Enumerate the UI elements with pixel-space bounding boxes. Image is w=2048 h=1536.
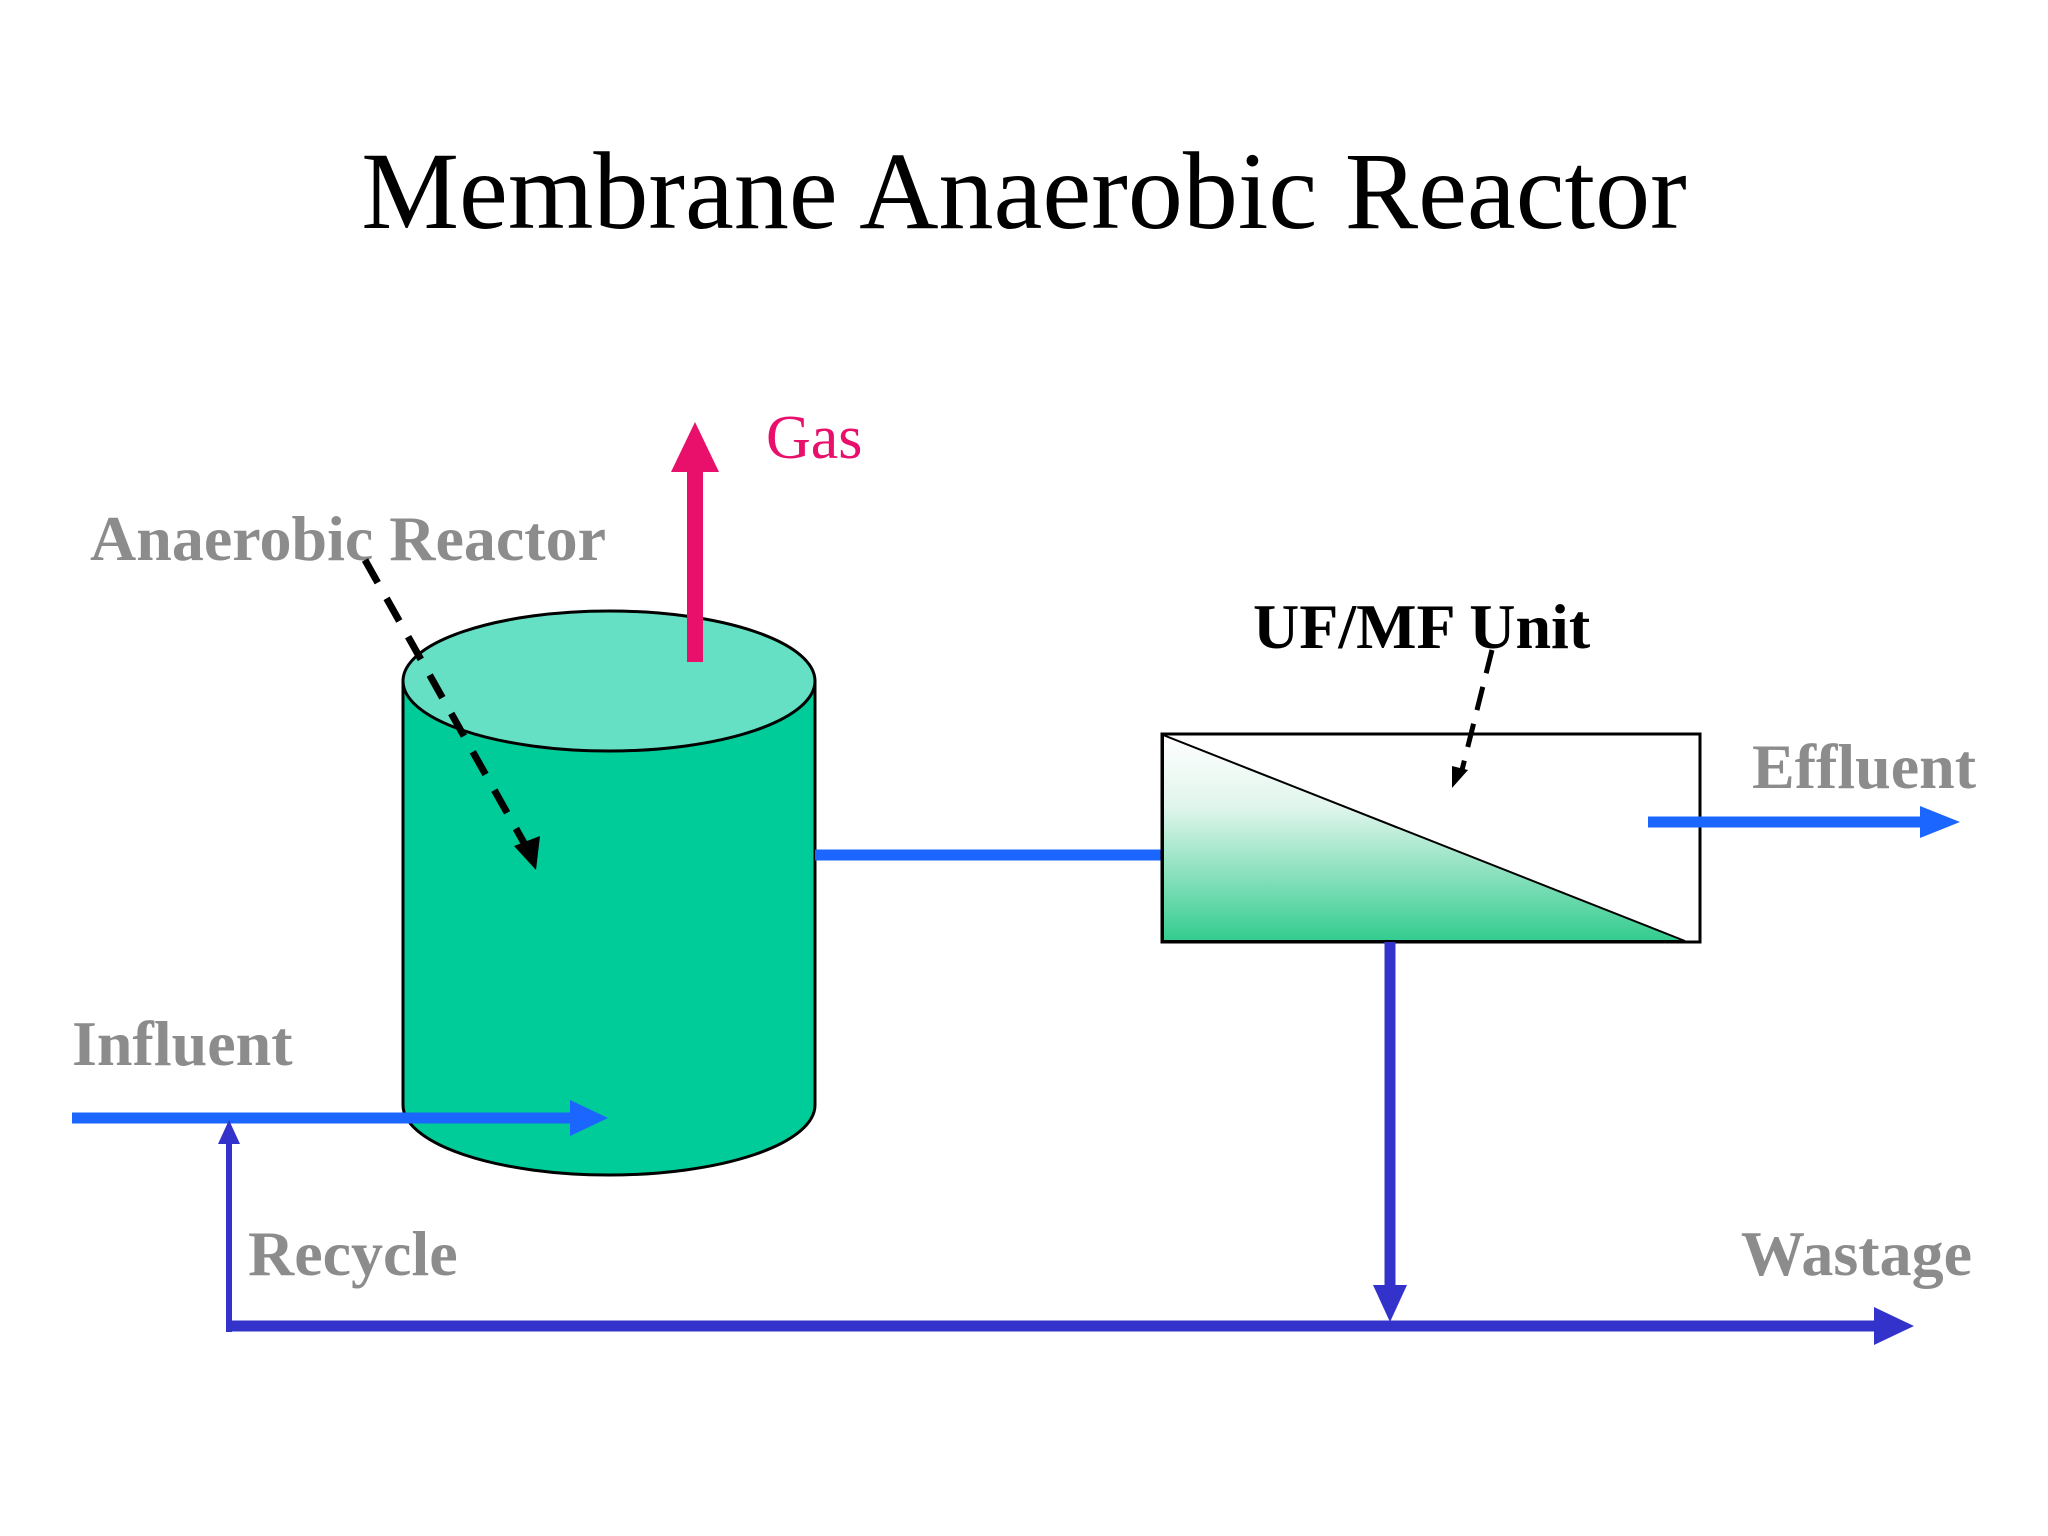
wastage-label: Wastage: [1741, 1218, 1972, 1289]
membrane-to-wastage-flow-arrow: [1373, 942, 1407, 1322]
page-title: Membrane Anaerobic Reactor: [361, 130, 1687, 252]
reactor-body: [401, 679, 817, 1177]
recycle-wastage-line: [228, 1307, 1914, 1345]
recycle-flow-arrow: [218, 1120, 240, 1332]
anaerobic-reactor-tank: [401, 609, 817, 1177]
uf-mf-unit-label: UF/MF Unit: [1253, 591, 1591, 662]
membrane-gradient-wedge: [1162, 733, 1686, 942]
influent-label: Influent: [72, 1008, 293, 1079]
gas-label: Gas: [766, 404, 862, 472]
reactor-to-membrane-flow-arrow: [815, 837, 1214, 873]
uf-mf-unit-pointer: [1452, 649, 1495, 788]
gas-arrow: [671, 422, 719, 662]
effluent-label: Effluent: [1752, 731, 1977, 802]
reactor-top: [401, 609, 817, 753]
uf-mf-membrane-unit: [1160, 732, 1702, 944]
anaerobic-reactor-pointer: [361, 558, 540, 870]
anaerobic-reactor-label: Anaerobic Reactor: [90, 503, 606, 574]
effluent-flow-arrow: [1648, 806, 1960, 838]
recycle-label: Recycle: [248, 1218, 458, 1289]
influent-flow-arrow: [72, 1100, 608, 1136]
